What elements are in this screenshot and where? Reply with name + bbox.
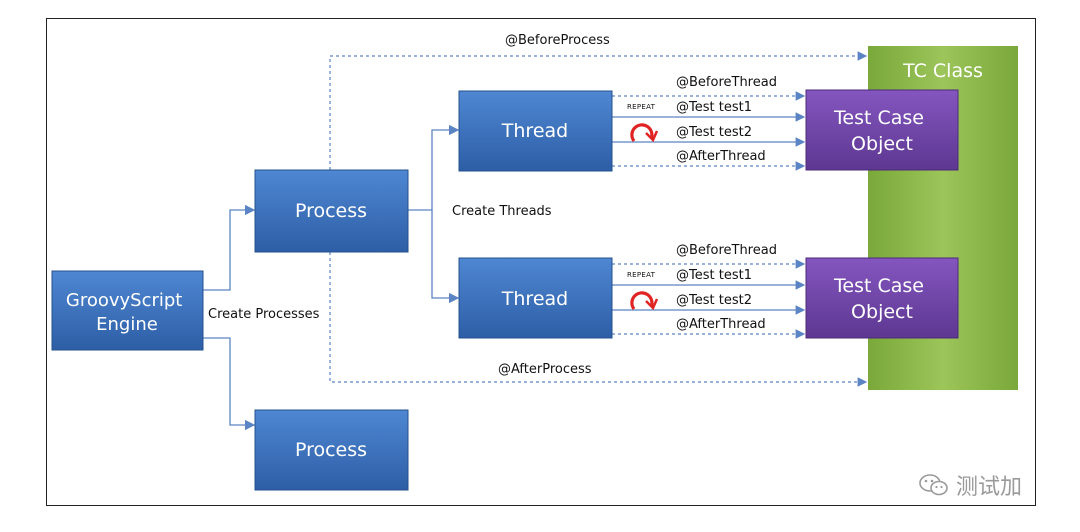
connector-engine-to-processes — [203, 204, 256, 431]
wechat-icon — [919, 474, 948, 496]
label-repeat: REPEAT — [627, 271, 656, 279]
process-top-label: Process — [295, 200, 367, 222]
engine-label: GroovyScript Engine — [66, 290, 188, 335]
watermark: 测试加 — [918, 470, 1023, 500]
thread-top-box — [458, 90, 613, 172]
connector-process-to-threads — [408, 124, 460, 304]
process-top-box — [254, 169, 409, 253]
label-create-processes: Create Processes — [208, 307, 320, 322]
label-after-thread: @AfterThread — [676, 317, 766, 332]
connector-thread-top-calls — [612, 91, 806, 171]
label-after-process: @AfterProcess — [498, 362, 592, 377]
label-after-thread: @AfterThread — [676, 149, 766, 164]
watermark-text: 测试加 — [956, 475, 1023, 500]
engine-box — [51, 270, 204, 351]
label-test1: @Test test1 — [676, 268, 752, 283]
thread-bottom-label: Thread — [501, 288, 568, 310]
repeat-loop-icon — [630, 291, 659, 311]
thread-bottom-box — [458, 257, 613, 339]
label-before-thread: @BeforeThread — [676, 243, 777, 258]
label-repeat: REPEAT — [627, 103, 656, 111]
label-create-threads: Create Threads — [452, 204, 552, 219]
tc-class-label: TC Class — [902, 60, 983, 82]
test-case-bottom-box — [805, 257, 959, 339]
test-case-top-box — [805, 89, 959, 171]
process-bottom-box — [254, 409, 409, 491]
label-before-process: @BeforeProcess — [505, 33, 610, 48]
connector-thread-bottom-calls — [612, 259, 806, 339]
label-before-thread: @BeforeThread — [676, 75, 777, 90]
process-bottom-label: Process — [295, 439, 367, 461]
test-case-bottom-label: Test Case Object — [833, 275, 930, 323]
thread-top-label: Thread — [501, 120, 568, 142]
label-test2: @Test test2 — [676, 125, 752, 140]
test-case-top-label: Test Case Object — [833, 107, 930, 155]
repeat-loop-icon — [630, 123, 659, 143]
label-test1: @Test test1 — [676, 100, 752, 115]
connector-process-lifecycle — [329, 51, 868, 387]
label-test2: @Test test2 — [676, 293, 752, 308]
